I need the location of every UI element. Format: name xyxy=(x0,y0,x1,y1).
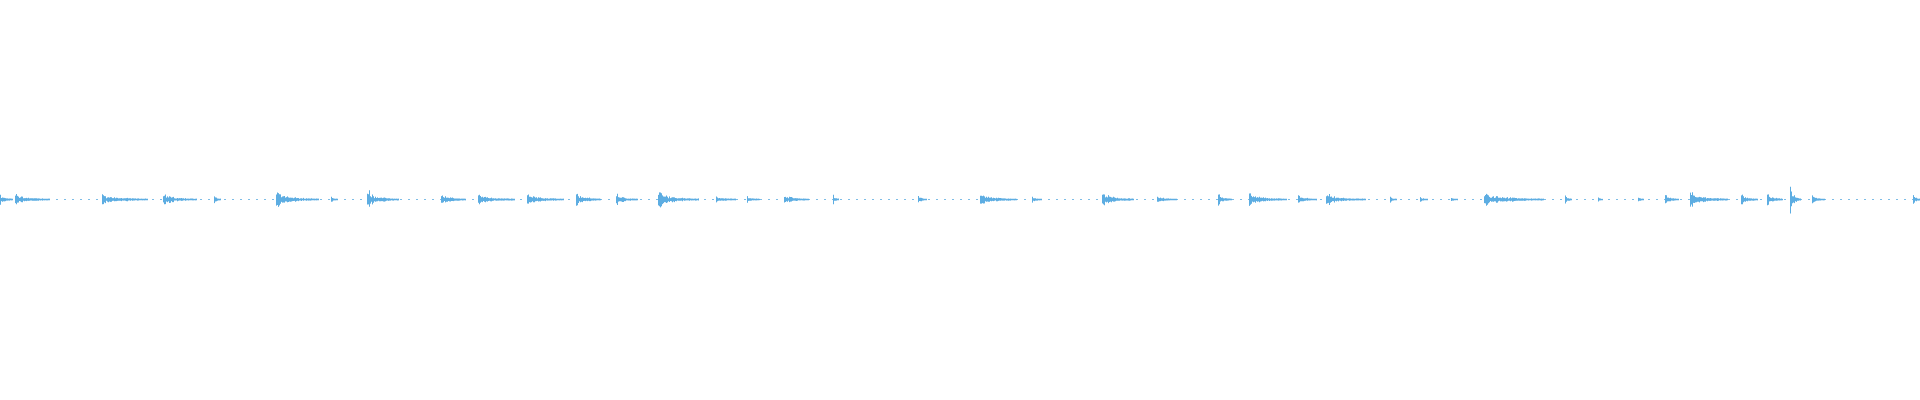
waveform-path xyxy=(0,186,1920,214)
